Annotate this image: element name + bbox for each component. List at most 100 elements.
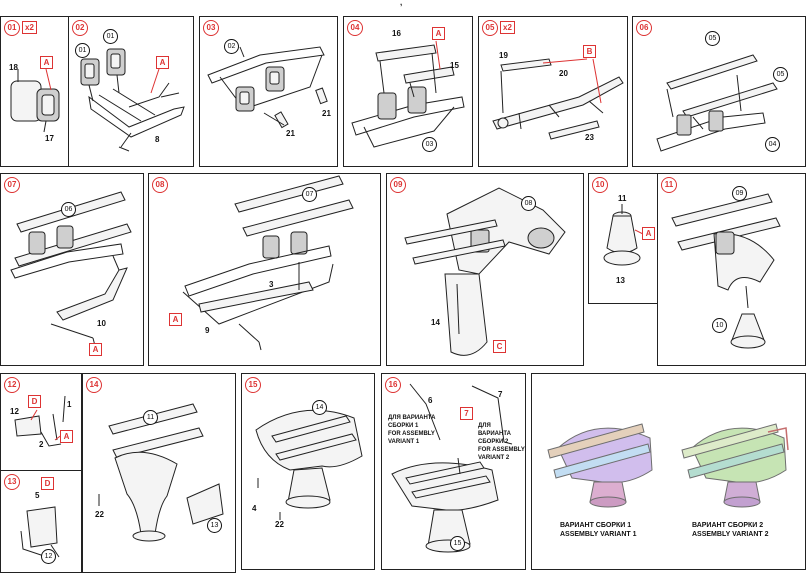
panel-assembly-variants: ВАРИАНТ СБОРКИ 1 ASSEMBLY VARIANT 1 ВАРИ…	[531, 373, 806, 570]
step-08-part-9: 9	[205, 326, 210, 335]
step-08-part-3: 3	[269, 280, 274, 289]
step-10-tag-a: A	[642, 227, 655, 240]
step-06-drawing	[656, 54, 778, 152]
step-13-badge: 13	[4, 474, 20, 490]
step-11-badge: 11	[661, 177, 677, 193]
step-16-note-variant-1: ДЛЯ ВАРИАНТА СБОРКИ 1 FOR ASSEMBLY VARIA…	[388, 415, 436, 445]
step-04-tag-a: A	[432, 27, 445, 40]
step-12-tag-a: A	[60, 430, 73, 443]
panel-step-03: 03 02 21 21	[199, 16, 338, 167]
step-14-drawing	[98, 403, 224, 542]
step-08-badge: 08	[152, 177, 168, 193]
step-16-badge: 16	[385, 377, 401, 393]
step-14-badge: 14	[86, 377, 102, 393]
panel-step-12: 12 D 12 1 A 2	[0, 373, 82, 471]
step-05-part-19: 19	[499, 51, 508, 60]
step-01-multiplier: x2	[22, 21, 37, 34]
step-14-callout-13: 13	[207, 518, 222, 533]
step-15-part-22: 22	[275, 520, 284, 529]
step-15-badge: 15	[245, 377, 261, 393]
step-05-tag-b: B	[583, 45, 596, 58]
step-01-tag-a: A	[40, 56, 53, 69]
header-tick: ,	[400, 0, 403, 7]
step-10-badge: 10	[592, 177, 608, 193]
step-11-callout-09: 09	[732, 186, 747, 201]
step-07-badge: 07	[4, 177, 20, 193]
step-16-part-6: 6	[428, 396, 433, 405]
step-03-part-21b: 21	[286, 129, 295, 138]
step-13-callout-12: 12	[41, 549, 56, 564]
step-14-callout-11: 11	[143, 410, 158, 425]
step-10-part-11: 11	[618, 194, 627, 203]
step-05-part-23: 23	[585, 133, 594, 142]
step-11-callout-10: 10	[712, 318, 727, 333]
step-13-tag-d: D	[41, 477, 54, 490]
variant-1-caption: ВАРИАНТ СБОРКИ 1 ASSEMBLY VARIANT 1	[560, 522, 637, 538]
panel-step-09: 09 08 14 C	[386, 173, 584, 366]
step-03-drawing	[207, 46, 328, 129]
step-13-drawing	[20, 506, 60, 560]
step-05-badge: 05	[482, 20, 498, 36]
step-16-part-7: 7	[498, 390, 503, 399]
step-04-part-16: 16	[392, 29, 401, 38]
step-03-part-21a: 21	[322, 109, 331, 118]
step-03-callout-02: 02	[224, 39, 239, 54]
step-04-badge: 04	[347, 20, 363, 36]
panel-step-04: 04 16 A 15 03	[343, 16, 473, 167]
step-12-part-1: 1	[67, 400, 72, 409]
step-07-part-10: 10	[97, 319, 106, 328]
step-09-drawing	[404, 187, 566, 356]
step-16-note-variant-2: ДЛЯ ВАРИАНТА СБОРКИ 2 FOR ASSEMBLY VARIA…	[478, 423, 525, 461]
step-04-callout-03: 03	[422, 137, 437, 152]
step-12-part-2: 2	[39, 440, 44, 449]
step-01-part-18: 18	[9, 63, 18, 72]
step-05-part-20: 20	[559, 69, 568, 78]
step-12-part-12: 12	[10, 407, 19, 416]
assembly-variants-drawing	[547, 423, 789, 508]
step-02-tag-a: A	[156, 56, 169, 69]
step-05-drawing	[492, 58, 624, 140]
step-04-drawing	[351, 40, 465, 148]
panel-step-07: 07 06 10 A	[0, 173, 144, 366]
panel-step-08: 08 07 3 A 9	[148, 173, 381, 366]
step-16-tag-7: 7	[460, 407, 473, 420]
step-11-drawing	[671, 193, 781, 349]
step-08-drawing	[182, 175, 354, 351]
step-09-badge: 09	[390, 177, 406, 193]
panel-step-05: 05 x2 19 B 20 23	[478, 16, 628, 167]
panel-step-06: 06 05 05 04	[632, 16, 806, 167]
step-09-tag-c: C	[493, 340, 506, 353]
step-04-part-15: 15	[450, 61, 459, 70]
panel-step-11: 11 09 10	[657, 173, 806, 366]
panel-step-10: 10 11 A 13	[588, 173, 658, 304]
step-05-multiplier: x2	[500, 21, 515, 34]
step-01-badge: 01	[4, 20, 20, 36]
variant-1-render	[547, 423, 653, 508]
step-09-callout-08: 08	[521, 196, 536, 211]
panel-step-16: 16 6 7 7 ДЛЯ ВАРИАНТА СБОРКИ 1 FOR ASSEM…	[381, 373, 526, 570]
step-06-callout-05a: 05	[705, 31, 720, 46]
step-10-part-13: 13	[616, 276, 625, 285]
step-08-tag-a: A	[169, 313, 182, 326]
step-10-drawing	[603, 204, 644, 266]
step-02-callout-01a: 01	[103, 29, 118, 44]
step-08-callout-07: 07	[302, 187, 317, 202]
step-01-part-17: 17	[45, 134, 54, 143]
step-09-part-14: 14	[431, 318, 440, 327]
step-03-badge: 03	[203, 20, 219, 36]
step-06-callout-04: 04	[765, 137, 780, 152]
step-15-drawing	[255, 409, 363, 520]
step-02-badge: 02	[72, 20, 88, 36]
variant-2-caption: ВАРИАНТ СБОРКИ 2 ASSEMBLY VARIANT 2	[692, 522, 769, 538]
step-12-tag-d: D	[28, 395, 41, 408]
panel-step-15: 15 14 4 22	[241, 373, 375, 570]
panel-step-02: 02 01 01 A 8	[68, 16, 194, 167]
step-12-drawing	[14, 395, 66, 447]
panel-step-13: 13 D 5 12	[0, 470, 82, 573]
step-07-tag-a: A	[89, 343, 102, 356]
step-02-callout-01b: 01	[75, 43, 90, 58]
variant-2-render	[681, 423, 789, 508]
panel-step-14: 14 11 22 13	[82, 373, 236, 573]
step-02-part-8: 8	[155, 135, 160, 144]
step-16-callout-15: 15	[450, 536, 465, 551]
